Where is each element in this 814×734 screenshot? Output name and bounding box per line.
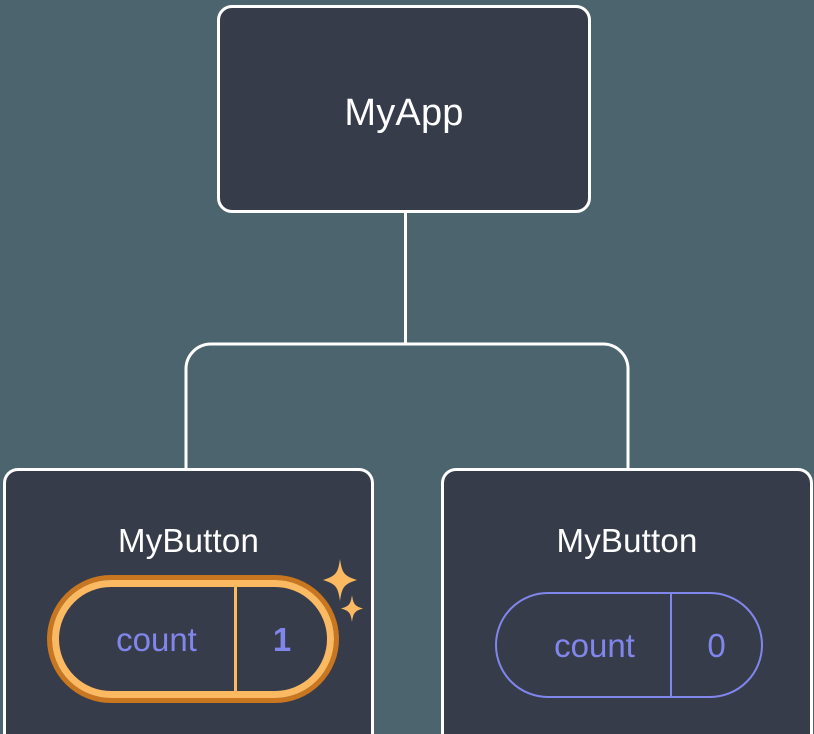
node-child-left-label: MyButton (118, 522, 259, 559)
state-pill-highlighted[interactable]: count 1 (47, 575, 339, 703)
state-value-label: 0 (707, 626, 726, 664)
node-child-right-label: MyButton (556, 522, 698, 559)
node-root-label: MyApp (344, 92, 464, 134)
node-child-left[interactable]: MyButton count 1 (3, 468, 374, 734)
state-key-label: count (497, 594, 672, 696)
state-key-label: count (59, 587, 237, 691)
connector-branch-left (184, 342, 406, 470)
state-pill-inner-ring: count 1 (52, 580, 334, 698)
node-child-right[interactable]: MyButton count 0 (441, 468, 813, 734)
state-value-label: 1 (272, 620, 292, 658)
state-pill-plain[interactable]: count 0 (495, 592, 763, 698)
connector-branch-right (405, 342, 630, 470)
node-root[interactable]: MyApp (217, 5, 591, 213)
